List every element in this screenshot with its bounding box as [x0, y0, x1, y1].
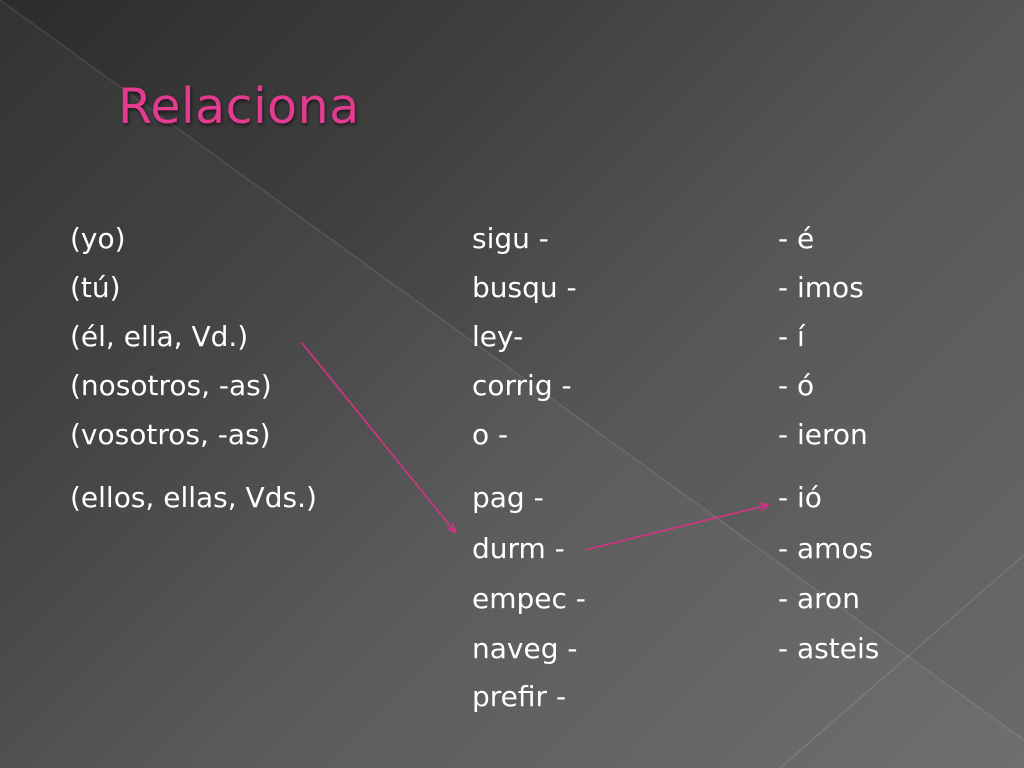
- ending-item: - amos: [778, 532, 874, 565]
- ending-item: - ieron: [778, 418, 868, 451]
- subject-vosotros: (vosotros, -as): [70, 418, 271, 451]
- subject-nosotros: (nosotros, -as): [70, 369, 272, 402]
- stem-item: sigu -: [472, 222, 549, 255]
- ending-item: - ió: [778, 481, 822, 514]
- stem-item: corrig -: [472, 369, 572, 402]
- subject-ellos-ellas-vds: (ellos, ellas, Vds.): [70, 481, 317, 514]
- ending-item: - é: [778, 222, 815, 255]
- stem-item: busqu -: [472, 271, 577, 304]
- ending-item: - imos: [778, 271, 864, 304]
- stem-item: ley-: [472, 320, 524, 353]
- arrow-el-to-durm: [301, 342, 455, 532]
- subject-tu: (tú): [70, 271, 121, 304]
- stem-item: prefir -: [472, 680, 567, 713]
- ending-item: - í: [778, 320, 805, 353]
- ending-item: - ó: [778, 369, 815, 402]
- slide-title: Relaciona: [118, 78, 360, 135]
- stem-item: pag -: [472, 481, 544, 514]
- stem-item: empec -: [472, 582, 586, 615]
- subject-el-ella-vd: (él, ella, Vd.): [70, 320, 249, 353]
- stem-item: naveg -: [472, 632, 578, 665]
- stem-item: o -: [472, 418, 509, 451]
- ending-item: - aron: [778, 582, 860, 615]
- arrow-durm-to-io: [584, 505, 768, 551]
- stem-item: durm -: [472, 532, 565, 565]
- ending-item: - asteis: [778, 632, 880, 665]
- subject-yo: (yo): [70, 222, 126, 255]
